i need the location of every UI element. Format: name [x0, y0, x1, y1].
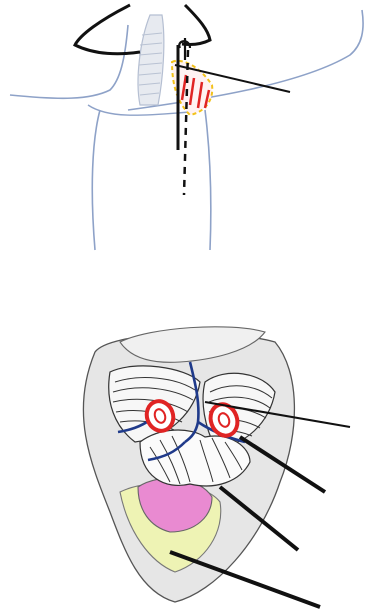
trachea	[138, 15, 164, 105]
jaw-outline	[75, 5, 140, 54]
neck-incision-sketch	[0, 0, 368, 260]
chest-left-outline	[92, 110, 100, 250]
neck-outline	[10, 25, 128, 98]
jaw-right-outline	[182, 5, 210, 45]
dissection-illustration	[0, 312, 368, 612]
neck-base-outline	[88, 105, 190, 115]
chest-right-outline	[205, 110, 211, 250]
